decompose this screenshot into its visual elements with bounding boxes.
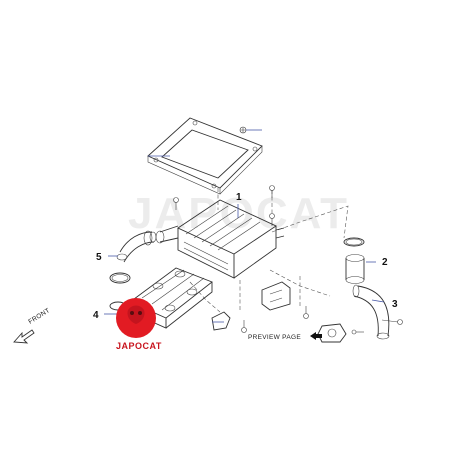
mounting-clip <box>211 311 231 331</box>
hose-clamp-left <box>109 272 131 284</box>
pipe-bolt <box>397 319 403 325</box>
front-label: FRONT <box>27 307 51 326</box>
guide-line-hose <box>271 205 349 239</box>
leader-3 <box>371 299 385 303</box>
previous-page-label: PREVIEW PAGE <box>248 334 301 341</box>
intercooler-core <box>155 199 285 279</box>
flange-bolt <box>351 329 364 335</box>
hose-2 <box>343 237 365 284</box>
guide-line-left <box>189 281 221 313</box>
watermark-text: JAPOCAT <box>128 189 349 238</box>
pipe-flange <box>317 323 347 343</box>
bolt-top-center <box>173 197 179 210</box>
brand-logo <box>116 298 156 338</box>
cover-bolt <box>239 126 247 134</box>
brand-text: JAPOCAT <box>116 341 162 351</box>
callout-1: 1 <box>236 192 242 203</box>
bracket-bolt <box>303 306 309 319</box>
previous-page-arrow-icon <box>310 332 322 340</box>
front-arrow-icon <box>13 329 35 344</box>
intercooler-cover-plate <box>147 117 263 195</box>
callout-5: 5 <box>96 252 102 263</box>
intercooler-bracket <box>261 281 291 311</box>
callout-4: 4 <box>93 310 99 321</box>
bolt-right-middle <box>269 213 275 226</box>
callout-2: 2 <box>382 257 388 268</box>
bolt-right-upper <box>269 185 275 198</box>
callout-3: 3 <box>392 299 398 310</box>
stud-bolt-lower <box>241 320 247 333</box>
pipe-3 <box>352 284 399 340</box>
hose-5 <box>116 230 157 263</box>
